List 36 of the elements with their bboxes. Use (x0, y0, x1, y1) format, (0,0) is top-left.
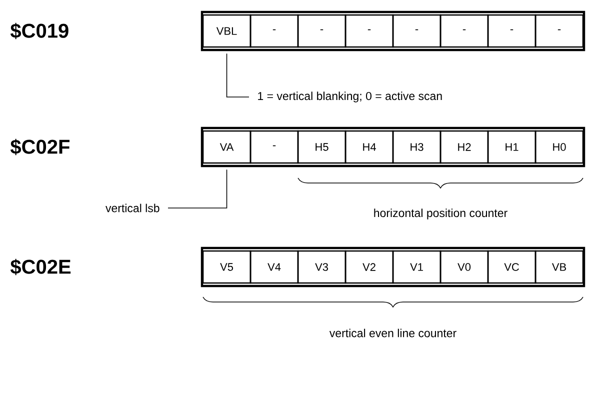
bit-cell: - (440, 14, 489, 48)
note-text: 1 = vertical blanking; 0 = active scan (258, 92, 442, 102)
bit-cell: - (250, 14, 299, 48)
bit-cell: VA (202, 130, 252, 164)
bit-cell: V4 (250, 250, 299, 284)
bit-cell: H4 (344, 130, 394, 164)
bit-cell: VB (534, 250, 584, 284)
note-text: vertical lsb (106, 204, 160, 212)
register-box (200, 126, 586, 168)
bit-cell: V1 (392, 250, 442, 284)
bit-cell: - (534, 14, 584, 48)
brace-label: vertical even line counter (329, 328, 456, 338)
register-box (200, 10, 586, 52)
register-box (200, 246, 586, 288)
bit-cell: VC (487, 250, 536, 284)
bit-cell: V0 (440, 250, 489, 284)
leader-line (226, 53, 250, 98)
register-address: $C02F (10, 138, 70, 156)
bit-cell: H2 (440, 130, 489, 164)
bit-cell: - (392, 14, 442, 48)
leader-line (168, 169, 228, 208)
bit-cell: V3 (297, 250, 346, 284)
bit-cell: - (344, 14, 394, 48)
bit-cell: V2 (344, 250, 394, 284)
register-address: $C02E (10, 258, 71, 276)
brace-label: horizontal position counter (374, 208, 508, 220)
bit-cell: - (297, 14, 346, 48)
register-address: $C019 (10, 22, 68, 40)
bit-cell: H0 (534, 130, 584, 164)
bit-cell: H5 (297, 130, 346, 164)
bit-cell: H1 (487, 130, 536, 164)
bit-cell: - (250, 130, 299, 164)
bit-cell: - (487, 14, 536, 48)
bit-cell: H3 (392, 130, 442, 164)
bit-cell: V5 (202, 250, 252, 284)
bit-cell: VBL (202, 14, 252, 48)
